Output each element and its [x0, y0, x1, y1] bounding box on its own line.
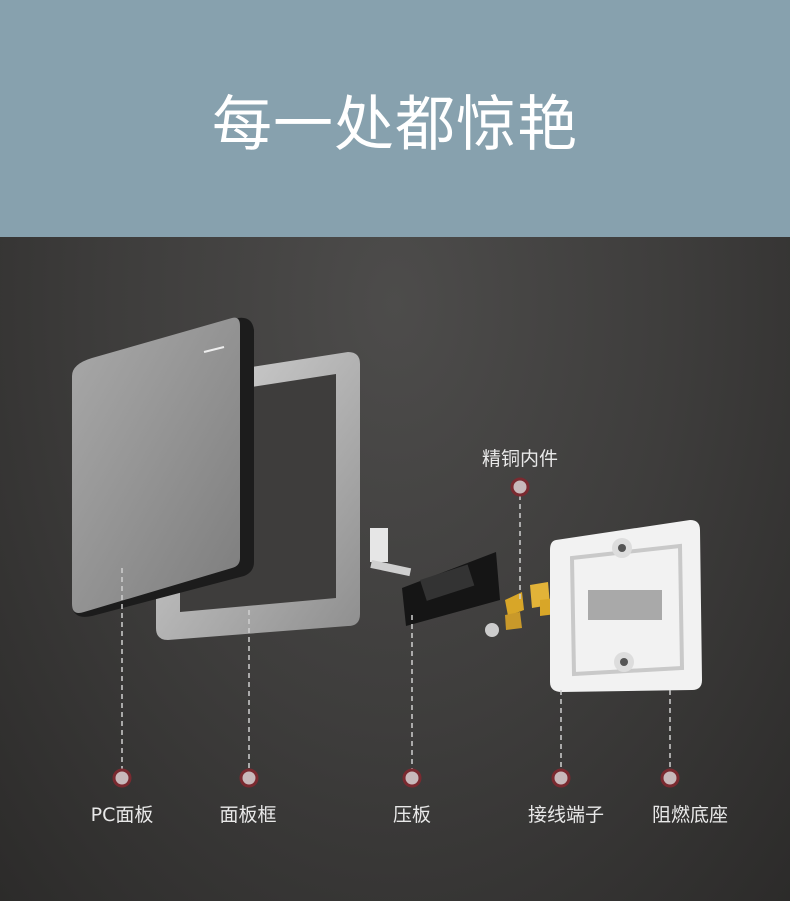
dot-panel-frame	[239, 768, 259, 788]
label-terminal: 接线端子	[527, 804, 605, 826]
dot-base	[660, 768, 680, 788]
leader-lines	[121, 495, 671, 770]
dot-press-plate	[402, 768, 422, 788]
marker-dots	[112, 477, 680, 788]
label-press-plate: 压板	[392, 804, 432, 826]
page-title: 每一处都惊艳	[212, 90, 578, 160]
dot-pc-panel	[112, 768, 132, 788]
press-plate-part	[402, 552, 500, 626]
pc-panel-part	[72, 317, 254, 617]
dot-terminal	[551, 768, 571, 788]
dot-copper	[510, 477, 530, 497]
label-pc-panel: PC面板	[90, 804, 154, 826]
copper-terminal-part	[485, 582, 556, 637]
flame-retardant-base-part	[550, 520, 702, 692]
label-base: 阻燃底座	[651, 804, 729, 826]
header-banner: 每一处都惊艳	[0, 0, 790, 237]
label-copper: 精铜内件	[481, 448, 559, 470]
label-panel-frame: 面板框	[219, 804, 277, 826]
connector-part	[370, 528, 412, 577]
